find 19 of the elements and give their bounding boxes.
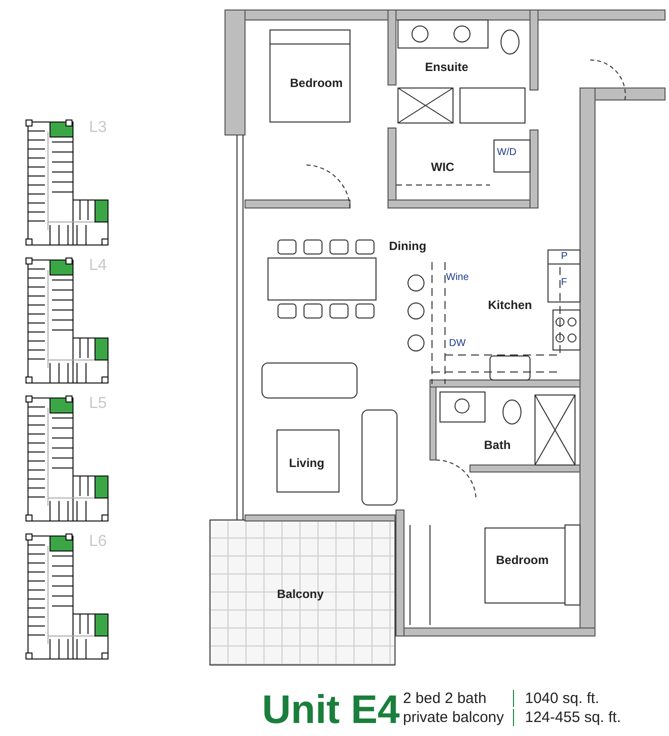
unit-spec: 1040 sq. ft. [525,691,600,706]
room-label: Bedroom [496,554,549,566]
room-label: Ensuite [425,61,468,73]
room-label: Dining [389,240,426,252]
unit-spec: 124-455 sq. ft. [525,710,621,725]
unit-spec: 2 bed 2 bath [403,691,486,706]
room-label: Kitchen [488,299,532,311]
room-label: Bath [484,439,511,451]
fixture-label: Wine [446,273,469,283]
unit-title: Unit E4 [262,690,400,730]
room-label: WIC [431,161,454,173]
fixture-label: W/D [497,148,516,158]
fixture-label: P [561,252,568,262]
unit-spec: private balcony [403,710,504,725]
fixture-label: F [561,278,568,288]
room-label: Living [289,457,324,469]
room-label: Bedroom [290,77,343,89]
fixture-label: DW [449,339,466,349]
room-label: Balcony [277,588,324,600]
